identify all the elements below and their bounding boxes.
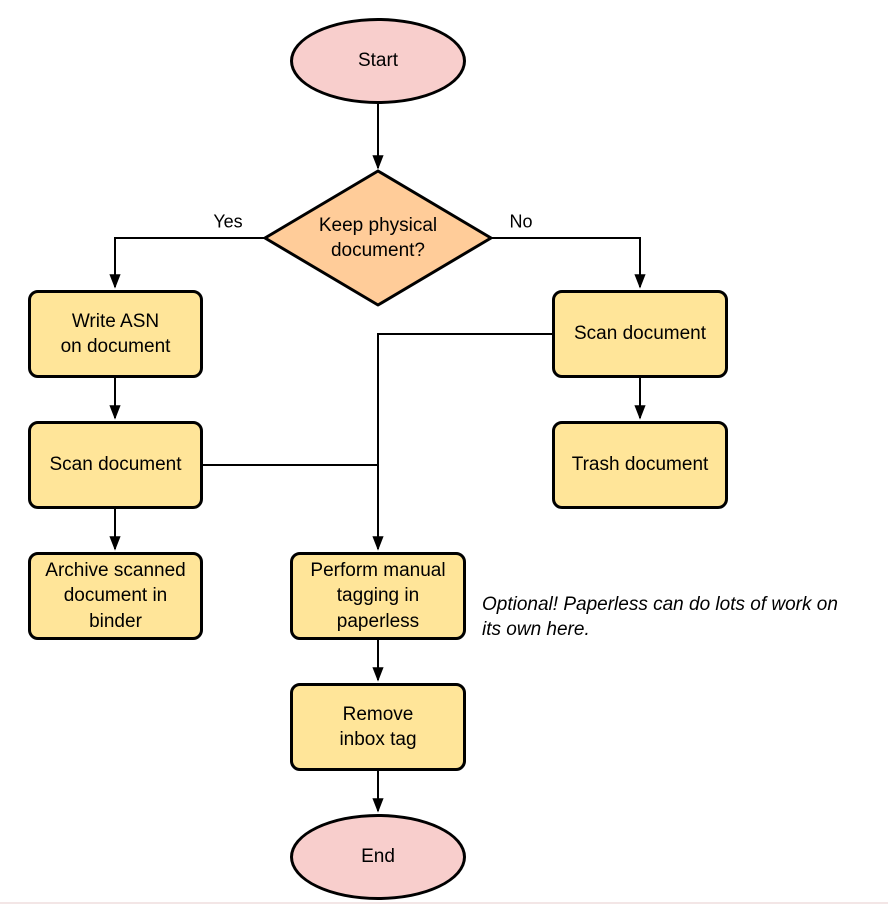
node-write-asn: Write ASN on document [28, 290, 203, 378]
edge-label-yes: Yes [210, 211, 246, 233]
node-trash-document: Trash document [552, 421, 728, 509]
optional-note: Optional! Paperless can do lots of work … [482, 594, 838, 641]
node-perform-manual-tagging: Perform manual tagging in paperless [290, 552, 466, 640]
edge-scan-right-to-tagging [372, 333, 552, 551]
node-scan-document-left: Scan document [28, 421, 203, 509]
node-start: Start [290, 18, 466, 104]
node-remove-inbox-tag: Remove inbox tag [290, 683, 466, 771]
node-end: End [290, 814, 466, 900]
edge-decision-no-to-scan-right [491, 237, 646, 289]
decision-diamond-shape [263, 169, 493, 307]
bottom-hairline [0, 902, 888, 904]
edge-decision-yes-to-write-asn [109, 237, 265, 289]
node-archive-scanned-document: Archive scanned document in binder [28, 552, 203, 640]
edge-label-no: No [506, 211, 536, 233]
node-decision-label: Keep physical document? [318, 214, 438, 261]
node-scan-document-right: Scan document [552, 290, 728, 378]
